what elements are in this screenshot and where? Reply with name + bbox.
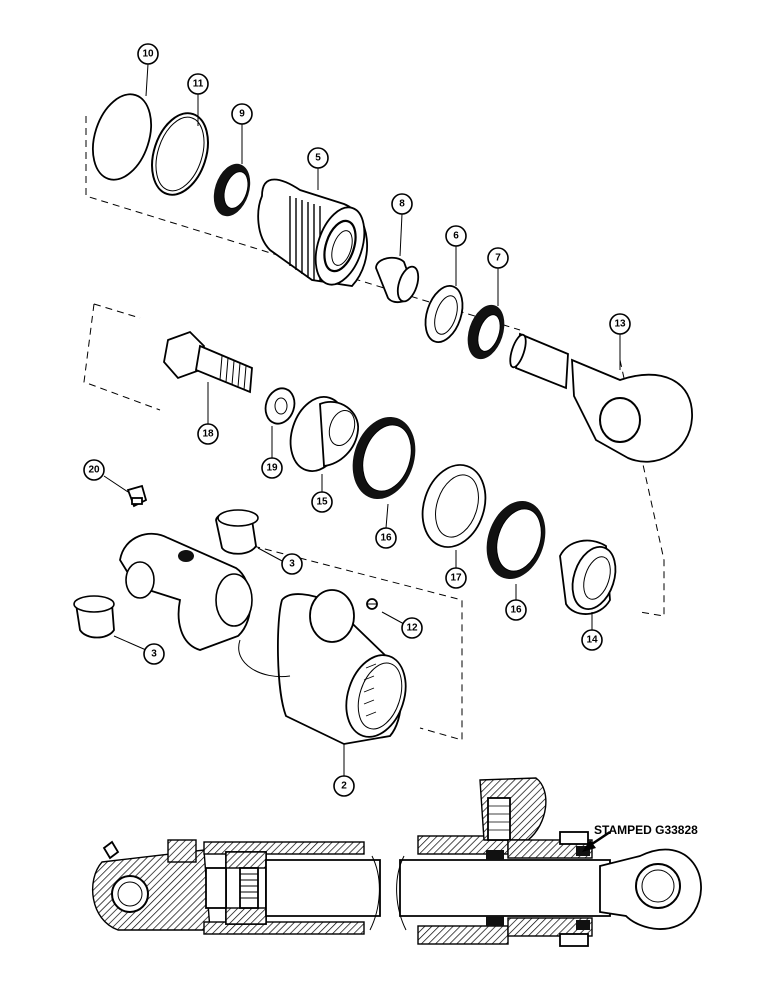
part-seal-16-upper [352, 416, 416, 500]
callout-20: 20 [83, 459, 105, 481]
callout-8: 8 [391, 193, 413, 215]
callout-12: 12 [401, 617, 423, 639]
part-piston-rod-13 [509, 332, 693, 463]
callout-14: 14 [581, 629, 603, 651]
callout-19: 19 [261, 457, 283, 479]
callout-3-lower-label: 3 [151, 649, 157, 660]
callout-15: 15 [311, 491, 333, 513]
part-washer-19 [264, 387, 296, 425]
leader-lines [103, 63, 621, 776]
callout-6-label: 6 [453, 231, 459, 242]
part-retainer-14 [559, 539, 617, 615]
callout-16-upper: 16 [375, 527, 397, 549]
callout-16-lower-label: 16 [510, 605, 522, 616]
callout-5: 5 [307, 147, 329, 169]
callout-10: 10 [137, 43, 159, 65]
part-bolt-18 [163, 330, 253, 394]
callout-12-label: 12 [406, 623, 418, 634]
callout-3-upper: 3 [281, 553, 303, 575]
part-gland-5 [257, 178, 368, 287]
assembled-cross-section [91, 777, 702, 947]
callout-2: 2 [333, 775, 355, 797]
callout-9-label: 9 [239, 109, 245, 120]
callout-2-label: 2 [341, 781, 347, 792]
callout-15-label: 15 [316, 497, 328, 508]
callout-9: 9 [231, 103, 253, 125]
callout-19-label: 19 [266, 463, 278, 474]
part-seal-16-lower [486, 500, 546, 580]
callout-18-label: 18 [202, 429, 214, 440]
callout-7-label: 7 [495, 253, 501, 264]
part-cylinder-tube-2 [238, 589, 407, 745]
callout-10-label: 10 [142, 49, 154, 60]
callout-14-label: 14 [586, 635, 598, 646]
part-screw-12 [366, 598, 378, 610]
part-bushing-8 [375, 256, 420, 304]
part-ring-6 [424, 285, 464, 343]
part-seal-9 [213, 163, 251, 217]
part-bushing-3-upper [215, 509, 259, 555]
assembly-line-left [229, 539, 463, 741]
callout-11: 11 [187, 73, 209, 95]
assembly-line-middle [83, 303, 161, 411]
part-wear-ring-17 [421, 464, 487, 548]
stamped-part-number-label: STAMPED G33828 [594, 823, 698, 837]
assembly-line-upper [85, 116, 521, 331]
part-backup-ring-11 [151, 112, 209, 196]
callout-16-lower: 16 [505, 599, 527, 621]
part-seal-7 [467, 304, 505, 360]
callout-13-label: 13 [614, 319, 626, 330]
part-o-ring-10 [92, 93, 152, 181]
callout-5-label: 5 [315, 153, 321, 164]
callout-11-label: 11 [193, 79, 204, 90]
callout-18: 18 [197, 423, 219, 445]
callout-3-upper-label: 3 [289, 559, 295, 570]
callout-16-upper-label: 16 [380, 533, 392, 544]
callout-6: 6 [445, 225, 467, 247]
callout-17: 17 [445, 567, 467, 589]
callout-13: 13 [609, 313, 631, 335]
part-grease-fitting-20 [126, 484, 148, 508]
callout-8-label: 8 [399, 199, 405, 210]
callout-3-lower: 3 [143, 643, 165, 665]
callout-17-label: 17 [450, 573, 462, 584]
callout-7: 7 [487, 247, 509, 269]
part-clevis-end [119, 533, 253, 651]
part-piston-15 [289, 396, 359, 472]
part-bushing-3-lower [73, 595, 115, 639]
callout-20-label: 20 [88, 465, 100, 476]
